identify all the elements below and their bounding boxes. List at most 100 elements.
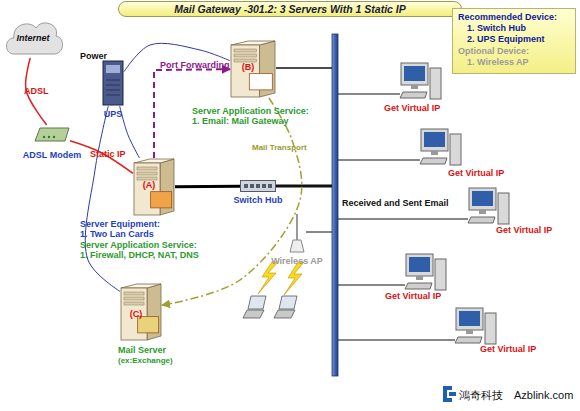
node-label: Recommended Device: [458, 12, 557, 22]
hub-body [241, 181, 276, 192]
network-wire [338, 219, 468, 220]
node-label: 1. Two Lan Cards [80, 229, 154, 239]
pc-stand [466, 330, 473, 334]
pc-keyboard [400, 92, 427, 98]
pc-screen [409, 257, 430, 272]
drive-bay [234, 54, 257, 57]
modem-light [48, 136, 50, 138]
pc-stand [416, 276, 423, 280]
hub-port [244, 184, 248, 188]
pc-stand [431, 151, 438, 155]
node-label: Get Virtual IP [448, 168, 504, 178]
adsl-modem-icon [34, 125, 70, 143]
pc-keyboard [468, 217, 495, 223]
connector [85, 106, 120, 291]
drive-bay [124, 292, 144, 295]
pc-stand [411, 85, 418, 89]
pc-screen [472, 191, 493, 206]
node-label: Get Virtual IP [496, 225, 552, 235]
wireless-signal [284, 262, 304, 295]
client-pc-icon [468, 187, 510, 225]
node-label: 1. Switch Hub [467, 23, 526, 33]
pc-monitor [406, 254, 433, 276]
recommendation-box: Recommended Device:1. Switch Hub2. UPS E… [452, 8, 576, 74]
network-wire [276, 67, 332, 69]
node-label: 1. Firewall, DHCP, NAT, DNS [80, 250, 199, 260]
client-pc: Get Virtual IP [405, 253, 447, 291]
power-label: Power [80, 51, 107, 62]
client-pc: Get Virtual IP [400, 62, 442, 100]
drive-bay [137, 172, 157, 175]
pc-screen [404, 66, 425, 81]
node-label: Server Equipment: [80, 219, 160, 229]
pc-monitor [421, 129, 448, 151]
pc-keyboard [405, 283, 432, 289]
server-accent [151, 192, 172, 208]
ups-vent [106, 85, 120, 86]
pc-monitor [456, 308, 483, 330]
node-label: 2. UPS Equipment [467, 34, 545, 44]
node-label: Mail Server [118, 345, 166, 355]
drive-bay [124, 302, 144, 305]
node-label: ADSL Modem [23, 150, 81, 160]
wireless-ap-icon [288, 214, 306, 254]
modem-light [53, 136, 55, 138]
node-label: 1. Wireless AP [467, 57, 529, 67]
node-label: Switch Hub [234, 195, 283, 205]
drive-bay [137, 177, 157, 180]
hub-port [262, 184, 266, 188]
watermark: Azblink.com [514, 389, 573, 402]
node-label: 1. Email: Mail Gateway [192, 116, 289, 126]
network-note: Received and Sent Email [342, 198, 449, 209]
connector-label: Mail Transport [252, 143, 307, 153]
client-pc: Get Virtual IP [455, 307, 497, 345]
node-label: Server Application Service: [80, 240, 197, 250]
pc-screen [459, 311, 480, 326]
client-pc-icon [455, 307, 497, 345]
ap-antenna [296, 214, 298, 240]
mail-server: (C)Mail Server(ex:Exchange) [120, 283, 162, 341]
gateway-server: (B)Server Application Service:1. Email: … [230, 40, 276, 98]
network-wire [338, 285, 405, 286]
network-wire [306, 232, 332, 233]
pc-tower [430, 68, 441, 99]
laptop-screen [279, 296, 297, 309]
switch-hub: Switch Hub [240, 180, 276, 192]
connector [124, 43, 230, 71]
node-label: UPS [104, 109, 123, 119]
company-logo [443, 386, 456, 402]
server-top [134, 159, 174, 163]
connector [162, 98, 302, 305]
pc-tower [450, 134, 461, 165]
drive-bay [234, 59, 257, 62]
connector [175, 185, 240, 189]
node-label: (A) [143, 180, 156, 190]
internet-cloud: Internet [4, 18, 62, 58]
pc-tower [435, 259, 446, 290]
pc-keyboard [420, 158, 447, 164]
firewall-server: (A)Server Equipment:1. Two Lan CardsServ… [133, 158, 175, 216]
client-pc: Get Virtual IP [468, 187, 510, 225]
pc-keyboard [455, 337, 482, 343]
client-pc-icon [405, 253, 447, 291]
node-label: (C) [130, 309, 143, 319]
connector-label: Port Forwarding [160, 60, 230, 70]
node-label: Server Application Service: [192, 106, 309, 116]
laptop-base [243, 310, 264, 318]
ups-panel [106, 65, 120, 73]
server-top [231, 41, 275, 45]
hub-port [256, 184, 260, 188]
client-pc: Get Virtual IP [420, 128, 462, 166]
connector-label: ADSL [24, 86, 49, 96]
server-accent [138, 317, 159, 333]
node-label: Wireless AP [271, 256, 323, 266]
network-wire [276, 185, 332, 188]
ups-device: UPS [102, 60, 124, 106]
network-wire [338, 94, 400, 95]
node-label: Get Virtual IP [384, 103, 440, 113]
network-wire [338, 160, 420, 161]
connector-label: Static IP [90, 149, 126, 159]
company-name: 鴻奇科技 [459, 389, 503, 402]
drive-bay [137, 167, 157, 170]
